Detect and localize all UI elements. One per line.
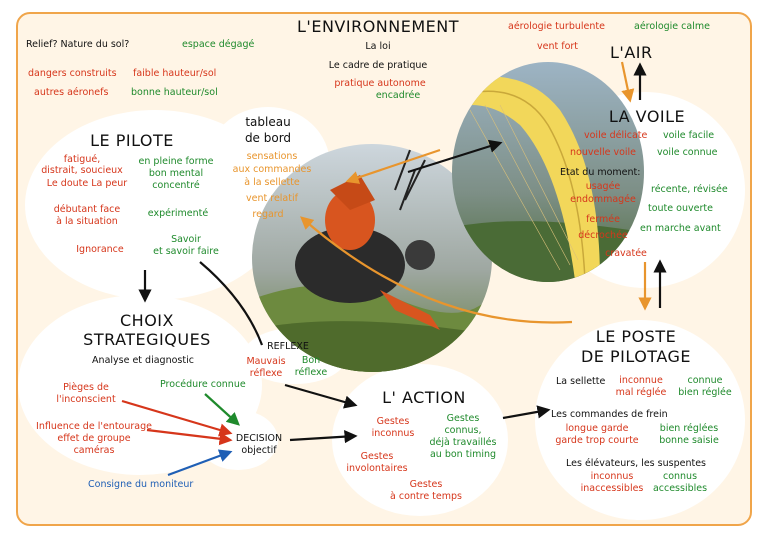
poste-inconnue-1: inconnue xyxy=(619,375,663,386)
poste-title-1: LE POSTE xyxy=(595,327,677,346)
env-encadree: encadrée xyxy=(375,90,421,101)
action-involontaires-1: Gestes xyxy=(360,451,394,462)
air-turbulente: aérologie turbulente xyxy=(508,21,605,32)
reflexe-title: REFLEXE xyxy=(267,341,309,352)
reflexe-mauvais-1: Mauvais xyxy=(246,356,286,367)
pilote-title: LE PILOTE xyxy=(90,131,174,150)
env-cadre: Le cadre de pratique xyxy=(328,60,428,71)
choix-decision-1: DECISION xyxy=(235,433,283,444)
choix-consigne: Consigne du moniteur xyxy=(88,479,194,490)
wing-photo xyxy=(452,62,644,282)
choix-analyse: Analyse et diagnostic xyxy=(92,355,194,366)
choix-influence-3: caméras xyxy=(73,445,115,456)
action-contre-1: Gestes xyxy=(409,479,443,490)
voile-decrochee: décrochée xyxy=(578,230,628,241)
env-espace: espace dégagé xyxy=(182,39,255,50)
choix-title-2: STRATEGIQUES xyxy=(83,330,211,349)
poste-connue-1: connue xyxy=(687,375,723,386)
poste-commandes: Les commandes de frein xyxy=(551,409,668,420)
pilote-fatigue-2: distrait, soucieux xyxy=(41,165,123,176)
poste-longue-1: longue garde xyxy=(565,423,629,434)
pilote-debutant-1: débutant face xyxy=(53,204,121,215)
pilote-forme-2: bon mental xyxy=(148,168,204,179)
voile-nouvelle: nouvelle voile xyxy=(570,147,637,158)
pilote-savoir-2: et savoir faire xyxy=(153,246,219,257)
pilote-ignorance: Ignorance xyxy=(76,244,124,255)
choix-pieges-1: Pièges de xyxy=(63,382,109,393)
pilote-doute: Le doute La peur xyxy=(46,178,128,189)
pilote-forme-3: concentré xyxy=(152,180,200,191)
action-connus-4: au bon timing xyxy=(429,449,497,460)
pilote-debutant-2: à la situation xyxy=(56,216,118,227)
poste-bien-1: bien réglées xyxy=(659,423,719,434)
voile-endommagee: endommagée xyxy=(570,194,636,205)
voile-usagee: usagée xyxy=(585,181,621,192)
poste-connus-2: accessibles xyxy=(652,483,708,494)
environment-title: L'ENVIRONNEMENT xyxy=(297,17,459,36)
action-contre-2: à contre temps xyxy=(390,491,462,502)
tableau-line-5: regard xyxy=(252,209,284,220)
tableau-line-2: aux commandes xyxy=(232,164,312,175)
tableau-line-4: vent relatif xyxy=(246,193,298,204)
poste-inconnus-1: inconnus xyxy=(590,471,634,482)
poste-inconnue-2: mal réglée xyxy=(615,387,667,398)
air-calme: aérologie calme xyxy=(634,21,710,32)
pilote-forme-1: en pleine forme xyxy=(138,156,214,167)
env-pratique: pratique autonome xyxy=(334,78,426,89)
voile-facile: voile facile xyxy=(663,130,715,141)
poste-title-2: DE PILOTAGE xyxy=(580,347,692,366)
action-inconnus-2: inconnus xyxy=(371,428,415,439)
env-faible: faible hauteur/sol xyxy=(133,68,217,79)
voile-title: LA VOILE xyxy=(608,107,686,126)
air-vent-fort: vent fort xyxy=(537,41,579,52)
reflexe-mauvais-2: réflexe xyxy=(249,368,283,379)
reflexe-bon-1: Bon xyxy=(301,355,321,366)
voile-fermee: fermée xyxy=(586,214,620,225)
voile-recente: récente, révisée xyxy=(651,184,728,195)
env-dangers: dangers construits xyxy=(28,68,117,79)
action-involontaires-2: involontaires xyxy=(346,463,408,474)
tableau-line-3: à la sellette xyxy=(244,177,300,188)
tableau-title-2: de bord xyxy=(244,131,292,145)
poste-elevateurs: Les élévateurs, les suspentes xyxy=(566,458,706,469)
bubbles xyxy=(18,92,745,520)
poste-inconnus-2: inaccessibles xyxy=(580,483,644,494)
tableau-title-1: tableau xyxy=(245,115,291,129)
voile-ouverte: toute ouverte xyxy=(648,203,713,214)
poste-connue-2: bien réglée xyxy=(678,387,732,398)
action-connus-2: connus, xyxy=(444,425,482,436)
pilote-savoir-1: Savoir xyxy=(171,234,201,245)
reflexe-bon-2: réflexe xyxy=(294,367,328,378)
choix-influence-1: Influence de l'entourage xyxy=(36,421,152,432)
choix-procedure: Procédure connue xyxy=(160,379,246,390)
choix-influence-2: effet de groupe xyxy=(57,433,131,444)
air-title: L'AIR xyxy=(610,43,653,62)
choix-pieges-2: l'inconscient xyxy=(56,394,116,405)
env-autres: autres aéronefs xyxy=(34,87,109,98)
action-title: L' ACTION xyxy=(382,388,466,407)
pilote-experimente: expérimenté xyxy=(147,208,209,219)
action-connus-1: Gestes xyxy=(446,413,480,424)
voile-delicate: voile délicate xyxy=(584,130,648,141)
env-relief: Relief? Nature du sol? xyxy=(26,39,130,50)
voile-connue: voile connue xyxy=(657,147,718,158)
tableau-line-1: sensations xyxy=(246,151,298,162)
voile-cravatee: cravatée xyxy=(605,248,647,259)
arrows xyxy=(121,61,667,477)
choix-title-1: CHOIX xyxy=(120,311,174,330)
env-bonne: bonne hauteur/sol xyxy=(131,87,218,98)
poste-longue-2: garde trop courte xyxy=(555,435,639,446)
voile-marche: en marche avant xyxy=(640,223,721,234)
poste-sellette: La sellette xyxy=(556,376,606,387)
poste-bien-2: bonne saisie xyxy=(659,435,719,446)
action-inconnus-1: Gestes xyxy=(376,416,410,427)
pilote-fatigue-1: fatigué, xyxy=(63,154,101,165)
poste-connus-1: connus xyxy=(662,471,698,482)
voile-etat: Etat du moment: xyxy=(560,167,641,178)
env-loi: La loi xyxy=(365,41,391,52)
choix-decision-2: objectif xyxy=(241,445,277,456)
action-connus-3: déjà travaillés xyxy=(429,437,497,448)
